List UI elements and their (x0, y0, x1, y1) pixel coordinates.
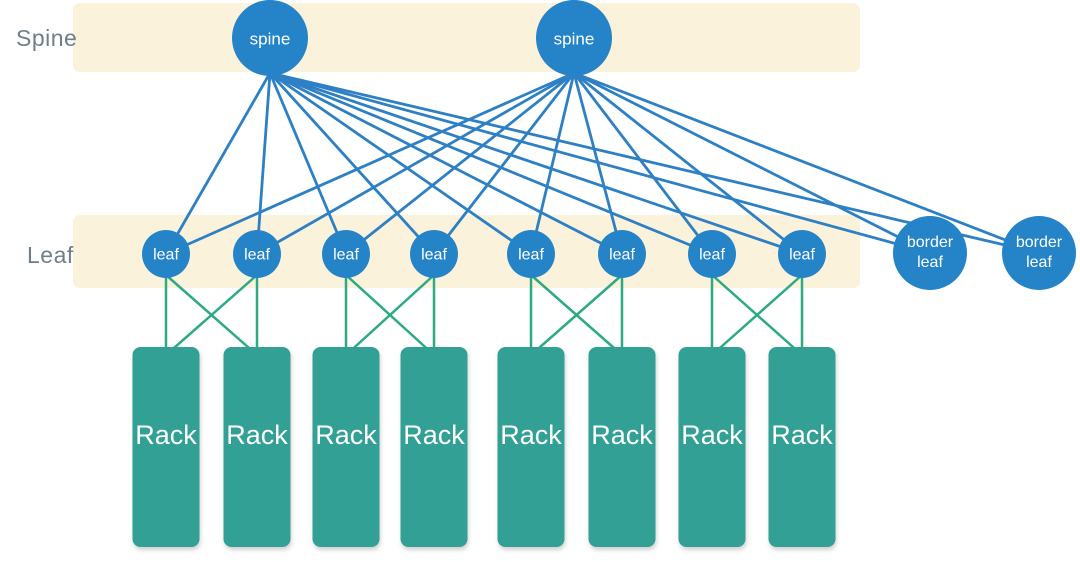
rack-label: Rack (500, 420, 562, 450)
leaf-node: leaf (322, 230, 370, 278)
spine-node: spine (536, 0, 612, 76)
spine-leaf-link (268, 72, 348, 255)
leaf-node: leaf (507, 230, 555, 278)
spine-leaf-link (269, 71, 931, 255)
leaf-rack-link (711, 274, 803, 356)
leaf-band (73, 215, 860, 288)
rack-box (768, 347, 836, 547)
leaf-circle (142, 230, 190, 278)
rack-box (312, 347, 380, 547)
spine-leaf-link (573, 71, 931, 255)
rack-box (223, 347, 291, 547)
rack-node: Rack (312, 347, 380, 547)
spine-leaf-link (165, 71, 575, 256)
spine-leaf-link (269, 71, 532, 256)
spine-leaf-link (269, 71, 803, 256)
leaf-node: leaf (598, 230, 646, 278)
spine-leaf-link (345, 71, 575, 256)
leaf-rack-link (165, 274, 258, 356)
spine-circle (536, 0, 612, 76)
spine-node: spine (232, 0, 308, 76)
rack-label: Rack (315, 420, 377, 450)
rack-label: Rack (403, 420, 465, 450)
leaf-circle (507, 230, 555, 278)
rack-node: Rack (678, 347, 746, 547)
rack-node: Rack (223, 347, 291, 547)
leaf-circle (688, 230, 736, 278)
spine-leaf-link (572, 72, 624, 255)
leaf-circle (322, 230, 370, 278)
spine-leaf-link (255, 72, 272, 255)
rack-box (588, 347, 656, 547)
leaf-circle (778, 230, 826, 278)
spine-leaf-link (164, 72, 272, 255)
border-leaf-circle (893, 216, 967, 290)
spine-leaf-link (268, 72, 436, 255)
rack-box (132, 347, 200, 547)
spine-leaf-link (256, 71, 575, 256)
leaf-node: leaf (233, 230, 281, 278)
leaf-row-label: Leaf (27, 242, 74, 268)
leaf-label: leaf (789, 247, 815, 264)
spine-band (73, 3, 860, 72)
rack-label: Rack (771, 420, 833, 450)
spine-leaf-link (573, 71, 1040, 255)
leaf-label: leaf (153, 247, 179, 264)
leaf-label: leaf (699, 247, 725, 264)
rack-box (400, 347, 468, 547)
spine-leaf-link (529, 72, 576, 255)
leaf-label: leaf (333, 247, 359, 264)
leaf-rack-link (530, 274, 623, 356)
spine-leaf-link (432, 72, 576, 255)
leaf-node: leaf (410, 230, 458, 278)
rack-label: Rack (681, 420, 743, 450)
spine-leaf-link (573, 71, 803, 256)
spine-row-label: Spine (16, 25, 78, 51)
leaf-label: leaf (609, 247, 635, 264)
leaf-label: leaf (421, 247, 447, 264)
leaf-node: leaf (778, 230, 826, 278)
rack-node: Rack (768, 347, 836, 547)
leaf-circle (233, 230, 281, 278)
rack-node: Rack (497, 347, 565, 547)
leaf-node: leaf (688, 230, 736, 278)
rack-label: Rack (226, 420, 288, 450)
rack-node: Rack (588, 347, 656, 547)
spine-leaf-link (572, 72, 714, 255)
spine-leaf-link (269, 71, 713, 256)
leaf-label: leaf (518, 247, 544, 264)
border-leaf-circle (1002, 216, 1076, 290)
rack-label: Rack (135, 420, 197, 450)
leaf-circle (410, 230, 458, 278)
rack-node: Rack (400, 347, 468, 547)
rack-box (497, 347, 565, 547)
leaf-node: leaf (142, 230, 190, 278)
leaf-rack-link (345, 274, 435, 356)
spine-label: spine (250, 30, 291, 49)
spine-circle (232, 0, 308, 76)
spine-leaf-link (269, 71, 623, 256)
rack-label: Rack (591, 420, 653, 450)
leaf-label: leaf (244, 247, 270, 264)
leaf-circle (598, 230, 646, 278)
spine-label: spine (554, 30, 595, 49)
rack-node: Rack (132, 347, 200, 547)
rack-box (678, 347, 746, 547)
